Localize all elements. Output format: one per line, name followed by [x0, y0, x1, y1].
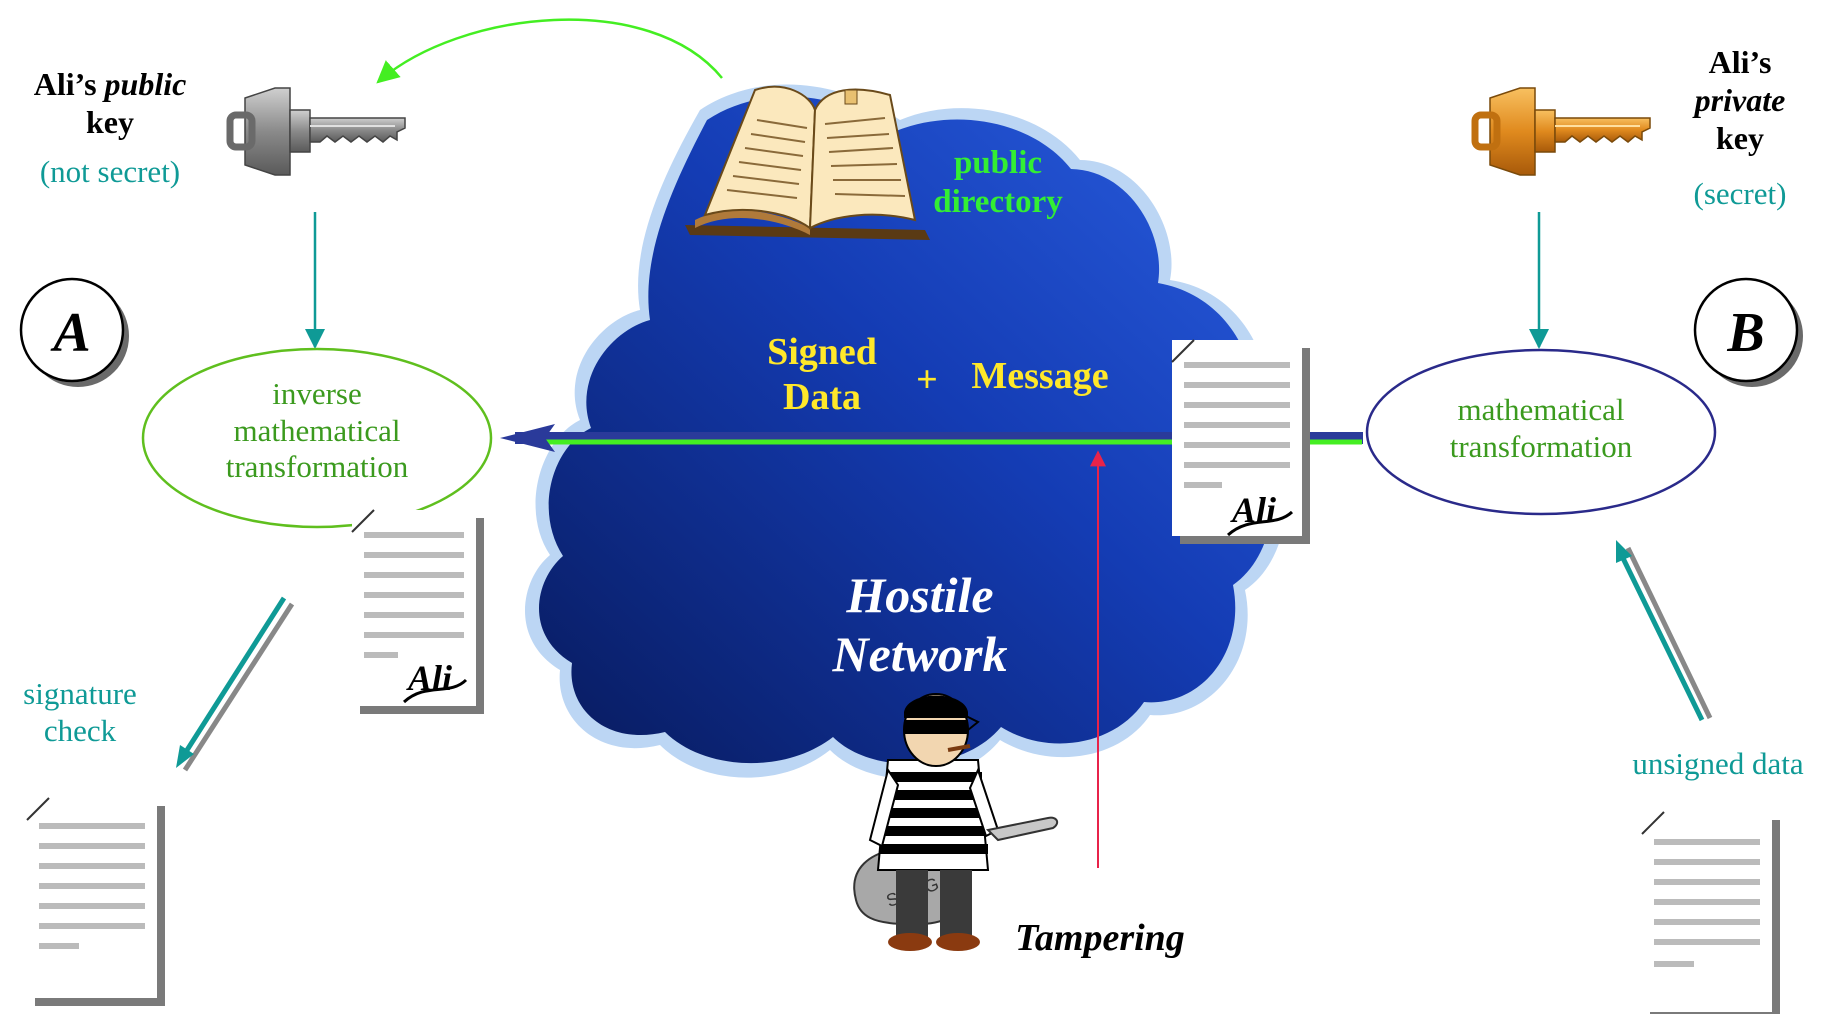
private-key-noun: key: [1716, 119, 1764, 156]
unsigned-data-arrow: [1616, 540, 1713, 722]
directory-to-key-arrow: [376, 18, 723, 84]
public-key-note: (not secret): [39, 154, 181, 189]
checked-document: [26, 797, 165, 1006]
left-doc-signature-underline: [402, 678, 468, 704]
private-key-label: Ali’s private key: [1640, 44, 1831, 157]
signed-data-label: Signed Data: [742, 330, 902, 420]
plus-sign: +: [916, 359, 938, 401]
hostile-network-cloud: [525, 84, 1287, 779]
inverse-transform-line2: mathematical: [233, 412, 401, 448]
forward-transform-line2: transformation: [1449, 428, 1633, 464]
unsigned-data-label: unsigned data: [1632, 746, 1804, 781]
signed-data-line1: Signed: [767, 331, 877, 373]
public-key-label: Ali’s public key: [10, 66, 210, 142]
signature-check-label: signature check: [0, 676, 160, 749]
hostile-network-label: Hostile Network: [790, 566, 1050, 684]
unsigned-document: [1641, 811, 1780, 1014]
inverse-transform-ellipse: [141, 347, 493, 529]
private-key-owner: Ali’s: [1708, 44, 1772, 80]
directory-line2: directory: [933, 183, 1063, 220]
public-key-owner: Ali’s: [33, 66, 97, 102]
private-key-note: (secret): [1693, 176, 1787, 211]
public-key-icon: [226, 87, 406, 176]
inverse-transform-line3: transformation: [225, 449, 409, 485]
inverse-transform-label: inverse mathematical transformation: [167, 376, 467, 486]
forward-transform-label: mathematical transformation: [1391, 392, 1691, 465]
book-icon: [685, 85, 930, 240]
forward-transform-ellipse: [1365, 348, 1717, 516]
inverse-transform-line1: inverse: [272, 376, 362, 411]
message-label: Message: [971, 355, 1109, 397]
signature-check-line2: check: [43, 712, 117, 748]
signed-document-cloud: [1171, 339, 1310, 544]
tampering-label: Tampering: [1015, 917, 1185, 959]
public-key-noun: key: [86, 103, 134, 140]
thief-icon: SWAG: [853, 693, 1059, 951]
signature-check-arrow: [176, 596, 295, 772]
circle-a-letter: A: [50, 302, 90, 364]
signature-check-line1: signature: [23, 676, 137, 711]
network-line2: Network: [832, 626, 1008, 682]
private-key-icon: [1471, 87, 1651, 176]
private-key-qualifier: private: [1694, 81, 1786, 118]
party-a-circle: [19, 277, 129, 387]
cloud-doc-signature-underline: [1226, 510, 1294, 537]
public-key-qualifier: public: [104, 66, 187, 102]
directory-line1: public: [953, 145, 1043, 181]
public-directory-label: public directory: [898, 144, 1098, 222]
network-line1: Hostile: [846, 567, 994, 623]
signed-document-left: [351, 509, 484, 714]
party-b-circle: [1693, 277, 1803, 387]
signed-data-line2: Data: [782, 375, 862, 418]
forward-transform-line1: mathematical: [1457, 392, 1625, 427]
circle-b-letter: B: [1726, 302, 1764, 364]
